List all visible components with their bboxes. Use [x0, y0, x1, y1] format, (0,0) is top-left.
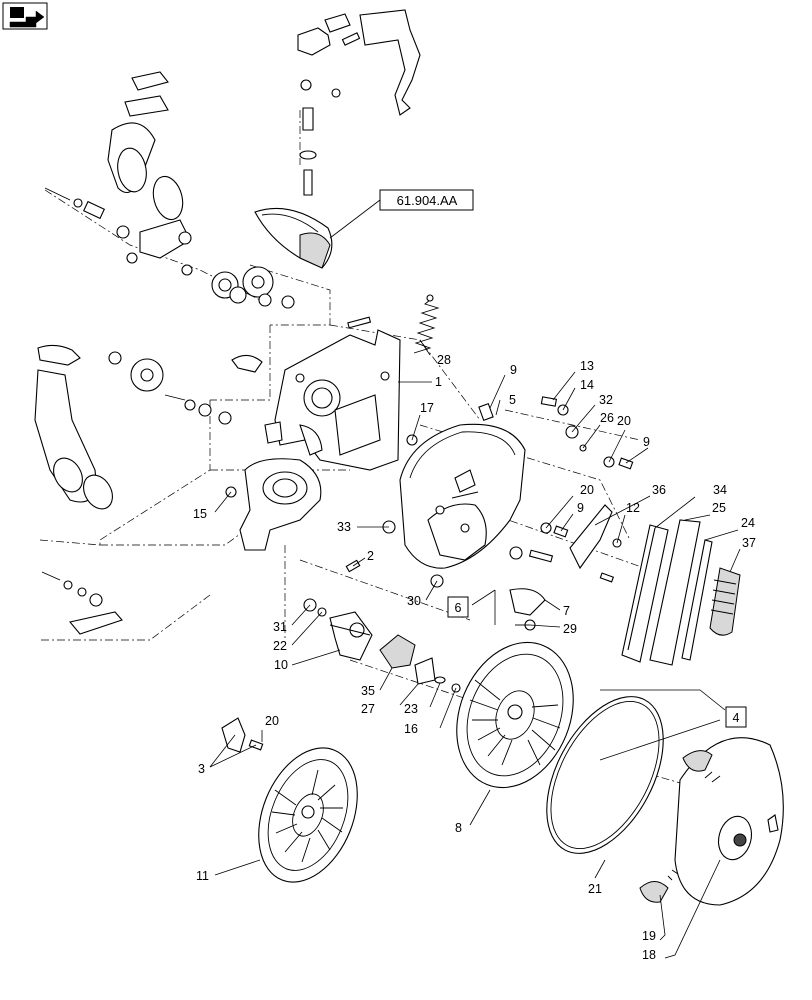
callout-36: 36 [652, 483, 666, 497]
callout-12: 12 [626, 501, 640, 515]
callout-23: 23 [404, 702, 418, 716]
meter-plate [239, 421, 323, 551]
agitator [379, 634, 461, 693]
callout-box-4 [725, 706, 747, 728]
callout-28: 28 [437, 353, 451, 367]
callout-14: 14 [580, 378, 594, 392]
callout-4: 4 [733, 711, 740, 725]
callout-17: 17 [420, 401, 434, 415]
drive-disc [258, 747, 358, 883]
upper-shaft [44, 187, 295, 309]
bracket [221, 717, 264, 753]
meter-housing [399, 423, 526, 569]
callout-20-left: 20 [265, 714, 279, 728]
callout-13: 13 [580, 359, 594, 373]
callout-5: 5 [509, 393, 516, 407]
callout-31: 31 [273, 620, 287, 634]
callout-22: 22 [273, 639, 287, 653]
callout-29: 29 [563, 622, 577, 636]
callout-20-right: 20 [617, 414, 631, 428]
lever-linkage [297, 9, 421, 196]
callout-25: 25 [712, 501, 726, 515]
callout-30: 30 [407, 594, 421, 608]
hopper-funnel [254, 207, 333, 269]
callout-9-top: 9 [510, 363, 517, 377]
callout-26: 26 [600, 411, 614, 425]
callout-6: 6 [455, 601, 462, 615]
callout-box-6 [447, 596, 469, 618]
callout-7: 7 [563, 604, 570, 618]
mounting-plate [274, 316, 401, 471]
callout-1: 1 [435, 375, 442, 389]
callout-8: 8 [455, 821, 462, 835]
callout-20-mid: 20 [580, 483, 594, 497]
callout-27: 27 [361, 702, 375, 716]
callout-37: 37 [742, 536, 756, 550]
baffle [509, 588, 546, 631]
outer-cover [639, 737, 784, 906]
reference-label: 61.904.AA [397, 193, 458, 208]
callout-11: 11 [196, 869, 209, 883]
callout-15: 15 [193, 507, 207, 521]
callout-2: 2 [367, 549, 374, 563]
callout-9-right: 9 [643, 435, 650, 449]
callout-34: 34 [713, 483, 727, 497]
brush-assembly [621, 519, 741, 666]
next-page-arrow-icon[interactable] [2, 2, 48, 30]
left-tube [34, 344, 113, 510]
callout-9-mid: 9 [577, 501, 584, 515]
seal-ring [546, 696, 664, 854]
upper-tube [107, 71, 184, 221]
left-sprocket [108, 351, 263, 425]
callout-3: 3 [198, 762, 205, 776]
callout-numbers: 28 1 9 5 17 13 14 32 26 20 9 15 20 9 36 … [193, 353, 756, 962]
cover-plate [569, 504, 613, 570]
callout-19: 19 [642, 929, 656, 943]
spring [413, 294, 440, 354]
seed-disc [456, 641, 574, 789]
callout-16: 16 [404, 722, 418, 736]
callout-24: 24 [741, 516, 755, 530]
callout-33: 33 [337, 520, 351, 534]
callout-32: 32 [599, 393, 613, 407]
lower-linkage [41, 571, 123, 635]
callout-35: 35 [361, 684, 375, 698]
callout-10: 10 [274, 658, 288, 672]
callout-18: 18 [642, 948, 656, 962]
leader-lines [209, 339, 741, 959]
callout-21: 21 [588, 882, 602, 896]
